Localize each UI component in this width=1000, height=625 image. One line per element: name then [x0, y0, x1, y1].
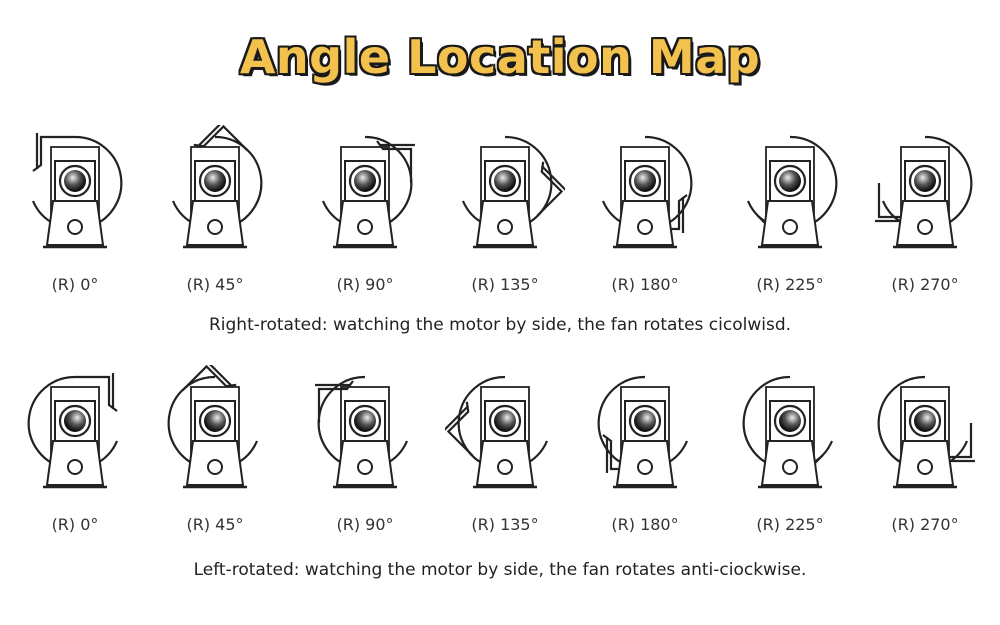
angle-label-left-270: (R) 270° [891, 515, 959, 534]
centrifugal-fan-icon [877, 375, 975, 489]
centrifugal-fan-icon [315, 375, 409, 489]
fan-diagram-right-45 [155, 125, 275, 260]
left-rotated-row: Left-rotated: watching the motor by side… [0, 365, 1000, 625]
fan-diagram-right-135 [445, 125, 565, 260]
fan-diagram-left-90 [305, 365, 425, 500]
centrifugal-fan-icon [742, 375, 834, 489]
right-rotated-row: Right-rotated: watching the motor by sid… [0, 125, 1000, 385]
angle-label-left-225: (R) 225° [756, 515, 824, 534]
angle-label-right-180: (R) 180° [611, 275, 679, 294]
angle-label-left-90: (R) 90° [336, 515, 394, 534]
angle-label-right-135: (R) 135° [471, 275, 539, 294]
centrifugal-fan-icon [445, 375, 549, 489]
centrifugal-fan-icon [461, 135, 565, 249]
centrifugal-fan-icon [875, 135, 973, 249]
angle-label-right-270: (R) 270° [891, 275, 959, 294]
angle-label-left-0: (R) 0° [51, 515, 99, 534]
fan-diagram-left-135 [445, 365, 565, 500]
fan-diagram-left-225 [730, 365, 850, 500]
fan-diagram-right-90 [305, 125, 425, 260]
angle-label-right-225: (R) 225° [756, 275, 824, 294]
fan-diagram-right-0 [15, 125, 135, 260]
fan-diagram-left-0 [15, 365, 135, 500]
left-rotated-caption: Left-rotated: watching the motor by side… [193, 560, 807, 580]
centrifugal-fan-icon [321, 135, 415, 249]
centrifugal-fan-icon [167, 365, 259, 489]
fan-diagram-left-180 [585, 365, 705, 500]
page-title: Angle Location Map [239, 30, 761, 84]
angle-label-right-90: (R) 90° [336, 275, 394, 294]
centrifugal-fan-icon [601, 135, 693, 249]
right-rotated-caption: Right-rotated: watching the motor by sid… [208, 315, 792, 335]
angle-label-left-135: (R) 135° [471, 515, 539, 534]
fan-diagram-right-270 [865, 125, 985, 260]
fan-diagram-right-180 [585, 125, 705, 260]
fan-diagram-right-225 [730, 125, 850, 260]
fan-diagram-left-270 [865, 365, 985, 500]
centrifugal-fan-icon [27, 373, 119, 489]
centrifugal-fan-icon [171, 125, 263, 249]
centrifugal-fan-icon [31, 133, 123, 249]
angle-label-right-45: (R) 45° [186, 275, 244, 294]
centrifugal-fan-icon [746, 135, 838, 249]
angle-label-left-45: (R) 45° [186, 515, 244, 534]
angle-label-left-180: (R) 180° [611, 515, 679, 534]
fan-diagram-left-45 [155, 365, 275, 500]
angle-label-right-0: (R) 0° [51, 275, 99, 294]
centrifugal-fan-icon [597, 375, 689, 489]
